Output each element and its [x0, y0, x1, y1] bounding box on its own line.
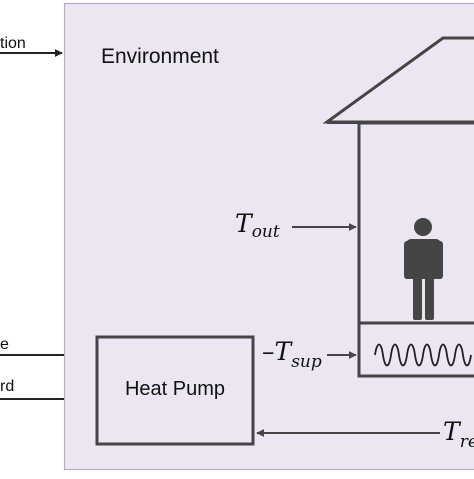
state-label: e [0, 336, 9, 353]
t-sup-subscript: sup [291, 352, 322, 372]
t-sup-prefix: – [262, 337, 275, 366]
t-ret-subscript: re [460, 432, 474, 452]
environment-title: Environment [101, 45, 219, 68]
reward-label: rd [0, 378, 14, 395]
action-label: tion [0, 35, 26, 52]
heat-pump-label: Heat Pump [125, 378, 225, 400]
t-out-subscript: out [252, 222, 280, 242]
